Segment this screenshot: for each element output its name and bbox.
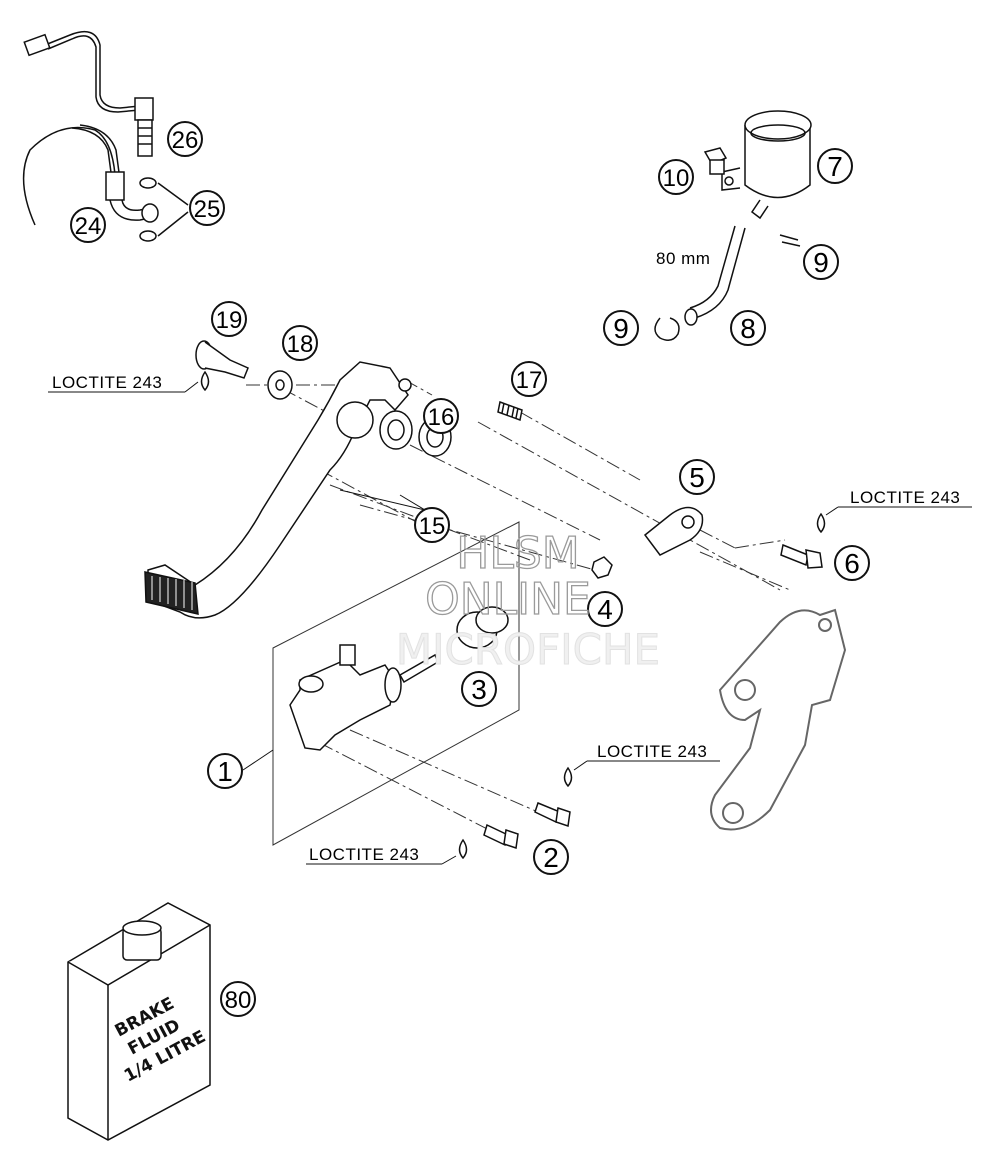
callout-24 <box>70 207 106 243</box>
brake-light-switch <box>23 30 154 157</box>
hose-length-label: 80 mm <box>656 249 710 268</box>
callouts <box>70 121 870 1017</box>
fluid-reservoir <box>721 110 812 220</box>
callout-6 <box>834 545 870 581</box>
clevis <box>643 506 704 556</box>
callout-7 <box>817 148 853 184</box>
callout-number: 7 <box>827 151 843 182</box>
callout-4 <box>587 591 623 627</box>
callout-number: 3 <box>471 674 487 705</box>
loctite-label-cylinder-upper: LOCTITE 243 <box>563 742 720 788</box>
callout-8 <box>730 310 766 346</box>
callout-number: 26 <box>172 127 199 154</box>
callout-number: 24 <box>75 213 102 240</box>
watermark-line2: ONLINE <box>425 574 591 625</box>
callout-2 <box>533 839 569 875</box>
callout-number: 25 <box>194 196 221 223</box>
callout-number: 10 <box>663 165 690 192</box>
callout-9b <box>603 310 639 346</box>
pedal-pivot-bolt <box>195 340 249 379</box>
callout-number: 19 <box>216 307 243 334</box>
reservoir-bolt <box>703 147 728 175</box>
callout-number: 8 <box>740 313 756 344</box>
pedal-washer <box>267 370 293 400</box>
callout-19 <box>211 301 247 337</box>
callout-number: 5 <box>689 462 705 493</box>
watermark-line3: MICROFICHE <box>396 625 660 674</box>
loctite-label-cylinder-lower: LOCTITE 243 <box>306 838 468 865</box>
callout-number: 16 <box>428 404 455 431</box>
return-spring <box>497 400 523 422</box>
clevis-nut <box>591 556 613 579</box>
mount-bolts <box>483 802 571 849</box>
callout-18 <box>282 325 318 361</box>
callout-number: 6 <box>844 548 860 579</box>
reservoir-hose <box>654 225 801 341</box>
callout-80 <box>220 981 256 1017</box>
callout-numbers: 1 2 3 4 5 6 7 8 9 9 10 15 16 17 18 19 24… <box>75 127 860 1014</box>
callout-number: 17 <box>516 367 543 394</box>
footrest-bracket <box>710 608 847 831</box>
callout-15 <box>414 507 450 543</box>
assembly-lines <box>246 379 791 834</box>
callout-number: 4 <box>597 594 613 625</box>
callout-1 <box>207 753 243 789</box>
clevis-bolt <box>780 543 823 569</box>
callout-leaders <box>242 489 426 771</box>
callout-number: 1 <box>217 756 233 787</box>
callout-9a <box>803 244 839 280</box>
brake-fluid-can <box>67 902 211 1141</box>
callout-17 <box>511 361 547 397</box>
watermark-line1: HLSM <box>456 528 580 579</box>
callout-number: 18 <box>287 331 314 358</box>
loctite-label-pivot: LOCTITE 243 <box>48 370 210 393</box>
callout-3 <box>461 671 497 707</box>
callout-number: 9 <box>813 247 829 278</box>
callout-number: 80 <box>225 987 252 1014</box>
watermark: HLSM ONLINE MICROFICHE <box>395 527 660 674</box>
callout-26 <box>167 121 203 157</box>
loctite-text: LOCTITE 243 <box>309 845 419 864</box>
master-cylinder <box>289 644 439 751</box>
callout-25 <box>189 190 225 226</box>
callout-number: 15 <box>419 513 446 540</box>
loctite-label-clevis: LOCTITE 243 <box>816 488 972 534</box>
brake-hose <box>22 124 189 242</box>
brake-pedal <box>144 361 412 619</box>
callout-16 <box>423 398 459 434</box>
callout-number: 2 <box>543 842 559 873</box>
loctite-text: LOCTITE 243 <box>52 373 162 392</box>
loctite-text: LOCTITE 243 <box>597 742 707 761</box>
callout-5 <box>679 459 715 495</box>
dust-boot <box>456 606 509 649</box>
master-cylinder-box <box>272 521 520 846</box>
callout-10 <box>658 159 694 195</box>
loctite-text: LOCTITE 243 <box>850 488 960 507</box>
callout-number: 9 <box>613 313 629 344</box>
